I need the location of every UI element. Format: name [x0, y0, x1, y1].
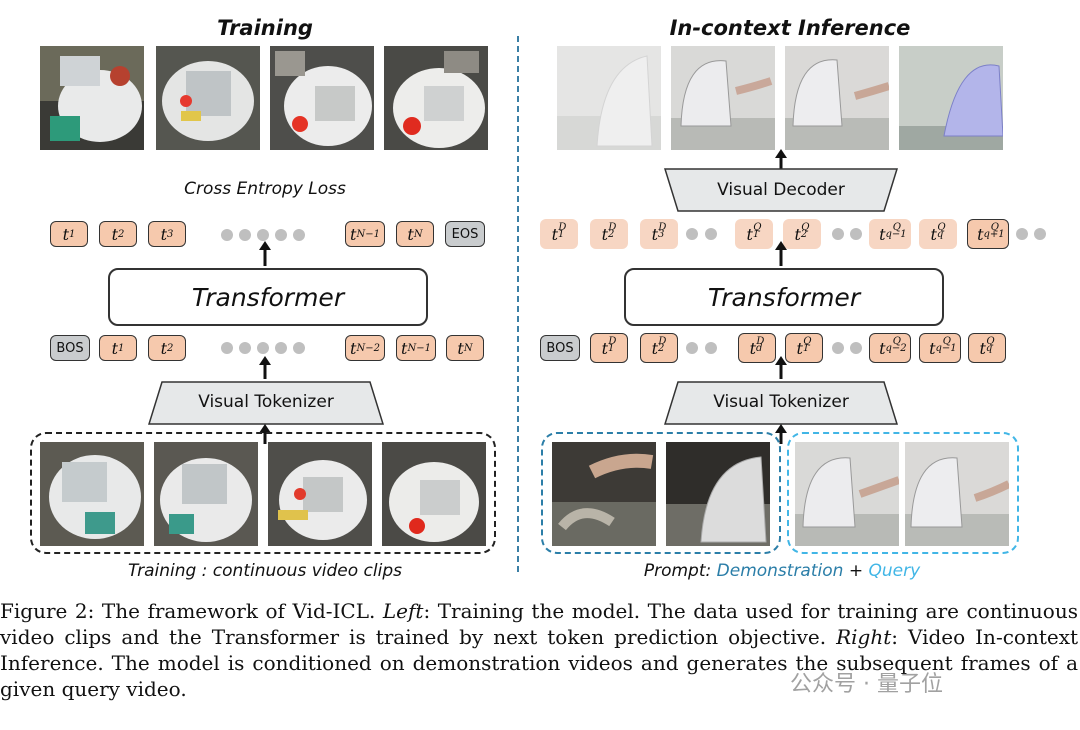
figure-caption: Figure 2: The framework of Vid-ICL. Left…: [0, 598, 1078, 702]
query-container: [787, 432, 1019, 554]
up-arrow: [775, 241, 787, 266]
training-input-frame-4: [382, 442, 486, 546]
inference-output-frame-1: [557, 46, 661, 150]
caption-left-word: Left: [382, 599, 424, 623]
caption-right-word: Right: [836, 625, 892, 649]
inference-tokenizer-shape: [664, 381, 898, 425]
caption-right-text: : Video In-context Inference. The model …: [0, 625, 1079, 701]
ellipsis-dot: [832, 228, 844, 240]
ellipsis-dot: [1016, 228, 1028, 240]
training-tokenizer-shape: [148, 381, 384, 425]
ellipsis-dot: [257, 342, 269, 354]
up-arrow: [775, 149, 787, 169]
bos-token: BOS: [50, 335, 90, 361]
inference-title: In-context Inference: [669, 16, 911, 40]
query-label: Query: [868, 561, 921, 581]
caption-left-text: : Training the model. The data used for …: [0, 599, 1078, 649]
training-input-frame-2: [154, 442, 258, 546]
training-tokenizer-label: Visual Tokenizer: [198, 392, 334, 412]
visual-decoder-label: Visual Decoder: [717, 180, 845, 200]
training-title: Training: [217, 16, 313, 40]
ellipsis-dot: [293, 342, 305, 354]
demonstration-container: [541, 432, 781, 554]
training-clip-label: Training : continuous video clips: [128, 561, 402, 581]
prompt-legend: Prompt: Demonstration + Query: [612, 561, 952, 581]
inference-output-frame-3: [785, 46, 889, 150]
ellipsis-dot: [686, 228, 698, 240]
ellipsis-dot: [221, 229, 233, 241]
training-output-frame-1: [40, 46, 144, 150]
demonstration-label: Demonstration: [716, 561, 844, 581]
up-arrow: [775, 356, 787, 379]
ellipsis-dot: [832, 342, 844, 354]
up-arrow: [775, 424, 787, 444]
ellipsis-dot: [705, 228, 717, 240]
demo-frame-1: [552, 442, 656, 546]
loss-label: Cross Entropy Loss: [184, 179, 346, 199]
ellipsis-dot: [705, 342, 717, 354]
ellipsis-dot: [239, 229, 251, 241]
demo-frame-2: [666, 442, 770, 546]
training-output-frame-2: [156, 46, 260, 150]
training-input-frame-1: [40, 442, 144, 546]
plus-sign: +: [848, 561, 864, 581]
ellipsis-dot: [686, 342, 698, 354]
up-arrow: [259, 356, 271, 379]
inference-transformer-box: Transformer: [624, 268, 944, 326]
ellipsis-dot: [275, 229, 287, 241]
inference-tokenizer-label: Visual Tokenizer: [713, 392, 849, 412]
ellipsis-dot: [1034, 228, 1046, 240]
training-input-frame-3: [268, 442, 372, 546]
training-clip-container: [30, 432, 496, 554]
prompt-label: Prompt:: [643, 561, 712, 581]
eos-token: EOS: [445, 221, 485, 247]
ellipsis-dot: [850, 342, 862, 354]
ellipsis-dot: [239, 342, 251, 354]
inference-output-frame-2: [671, 46, 775, 150]
training-transformer-box: Transformer: [108, 268, 428, 326]
ellipsis-dot: [257, 229, 269, 241]
visual-decoder-shape: [664, 168, 898, 212]
up-arrow: [259, 241, 271, 266]
training-output-frame-3: [270, 46, 374, 150]
query-frame-1: [795, 442, 899, 546]
bos-token: BOS: [540, 335, 580, 361]
query-frame-2: [905, 442, 1009, 546]
caption-label: Figure 2: The framework of Vid-ICL.: [0, 599, 376, 623]
ellipsis-dot: [850, 228, 862, 240]
ellipsis-dot: [293, 229, 305, 241]
training-output-frame-4: [384, 46, 488, 150]
ellipsis-dot: [221, 342, 233, 354]
ellipsis-dot: [275, 342, 287, 354]
section-divider: [517, 36, 519, 572]
watermark: 公众号 · 量子位: [790, 672, 943, 697]
inference-output-frame-4: [899, 46, 1003, 150]
